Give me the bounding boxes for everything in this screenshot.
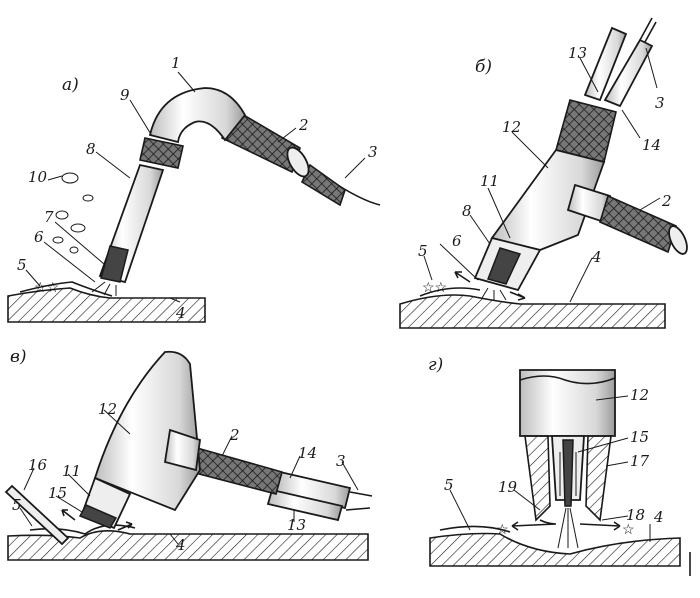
- panel-a-ring: [286, 146, 310, 178]
- panel-g-cup-right: [585, 435, 612, 522]
- panel-b-spark: ☆☆: [422, 280, 447, 296]
- callout-g-12: 12: [630, 386, 649, 404]
- panel-b-end-cap: [668, 225, 688, 255]
- callout-a-8: 8: [86, 140, 96, 158]
- callout-a-3: 3: [368, 143, 378, 161]
- panel-b-wires: [639, 17, 657, 43]
- callout-g-15: 15: [630, 428, 649, 446]
- panel-v-label: в): [10, 347, 27, 367]
- callout-g-17: 17: [630, 452, 650, 470]
- callout-b-5: 5: [418, 242, 428, 260]
- panel-g-spark-right: ☆: [622, 522, 635, 538]
- callout-v-16: 16: [28, 456, 48, 474]
- panel-g-collet-slots: [559, 452, 577, 496]
- panel-b-leaders: [423, 47, 661, 303]
- callout-v-15: 15: [48, 484, 67, 502]
- panel-b: б) ☆☆: [399, 17, 688, 329]
- panel-g-label: г): [428, 355, 443, 375]
- panel-g-cup-left: [524, 435, 551, 522]
- callout-g-19: 19: [498, 478, 518, 496]
- callout-v-12: 12: [98, 400, 117, 418]
- callout-a-4: 4: [175, 304, 186, 322]
- callout-g-4: 4: [653, 508, 664, 526]
- panel-v-t-junction: [163, 428, 201, 472]
- callout-a-10: 10: [28, 168, 48, 186]
- callout-a-2: 2: [298, 116, 309, 134]
- panel-v-gas-arrows: [61, 509, 133, 531]
- panel-v-leaders: [19, 409, 359, 545]
- panel-b-handle: [599, 194, 677, 254]
- panel-a-plate: [7, 281, 206, 323]
- panel-a: а) ☆☆: [7, 54, 381, 323]
- panel-a-nut: [139, 137, 184, 169]
- panel-g: г) ☆ ☆ 12 15: [428, 355, 691, 576]
- panel-g-break-line: [519, 375, 616, 385]
- panel-b-arrow-left: [454, 271, 471, 283]
- panel-v: в) 12: [4, 347, 373, 561]
- panel-g-spark-left: ☆: [496, 522, 509, 538]
- callout-b-4: 4: [591, 248, 602, 266]
- callout-g-5: 5: [444, 476, 454, 494]
- callout-v-3: 3: [336, 452, 346, 470]
- panel-v-cable-13: [266, 488, 344, 522]
- panel-v-wires: [345, 491, 373, 511]
- callout-v-14: 14: [298, 444, 317, 462]
- callout-b-6: 6: [452, 232, 462, 250]
- panel-g-leaders: [449, 395, 651, 542]
- callout-a-1: 1: [171, 54, 181, 72]
- panel-g-gas-arrow-right: [579, 521, 621, 531]
- callout-b-14: 14: [642, 136, 661, 154]
- panel-b-arc: [481, 287, 507, 301]
- callout-v-13: 13: [287, 516, 306, 534]
- panel-a-leaders: [25, 71, 366, 303]
- callout-b-11: 11: [480, 172, 499, 190]
- panel-v-callouts: 12 2 14 3 11 16 15 5 13 4: [12, 400, 346, 554]
- panel-a-label: а): [62, 75, 79, 95]
- panel-g-body: [519, 369, 616, 437]
- callout-b-3: 3: [655, 94, 665, 112]
- panel-a-tip: [100, 245, 129, 283]
- panel-a-spark: ☆☆: [34, 280, 59, 296]
- panel-b-arrow-right: [509, 291, 526, 301]
- panel-a-arc: [91, 281, 117, 296]
- callout-b-8: 8: [462, 202, 472, 220]
- callout-v-4: 4: [175, 536, 186, 554]
- panel-b-callouts: 13 3 12 14 11 2 8 5 6 4: [418, 44, 672, 266]
- panel-b-electrode: [487, 247, 522, 285]
- panel-v-filler-rod: [4, 484, 70, 546]
- callout-a-7: 7: [44, 208, 54, 226]
- callout-b-2: 2: [661, 192, 672, 210]
- callout-v-11: 11: [62, 462, 81, 480]
- callout-b-13: 13: [568, 44, 587, 62]
- callout-g-18: 18: [626, 506, 645, 524]
- callout-a-9: 9: [120, 86, 130, 104]
- panel-a-elbow: [148, 87, 247, 144]
- callout-a-5: 5: [17, 256, 27, 274]
- panel-a-gas-bubbles: [52, 172, 94, 254]
- panel-b-cable-14: [603, 38, 654, 108]
- panel-b-label: б): [475, 57, 492, 77]
- callout-b-12: 12: [502, 118, 521, 136]
- panel-a-callouts: 1 2 3 4 5 6 7 8 9 10: [17, 54, 378, 322]
- panel-b-cable-13: [583, 26, 628, 102]
- callout-v-5: 5: [12, 496, 22, 514]
- callout-v-2: 2: [229, 426, 240, 444]
- panel-g-arc: [557, 507, 579, 549]
- panel-g-electrode: [562, 439, 574, 507]
- callout-a-6: 6: [34, 228, 44, 246]
- panel-g-callouts: 12 15 17 5 19 18 4: [444, 386, 664, 526]
- panel-b-body: [490, 148, 606, 251]
- panel-v-collet: [78, 504, 118, 529]
- panel-g-gas-arrow-left: [511, 519, 557, 531]
- panel-g-plate: [429, 525, 681, 567]
- panel-b-plate: [399, 287, 666, 329]
